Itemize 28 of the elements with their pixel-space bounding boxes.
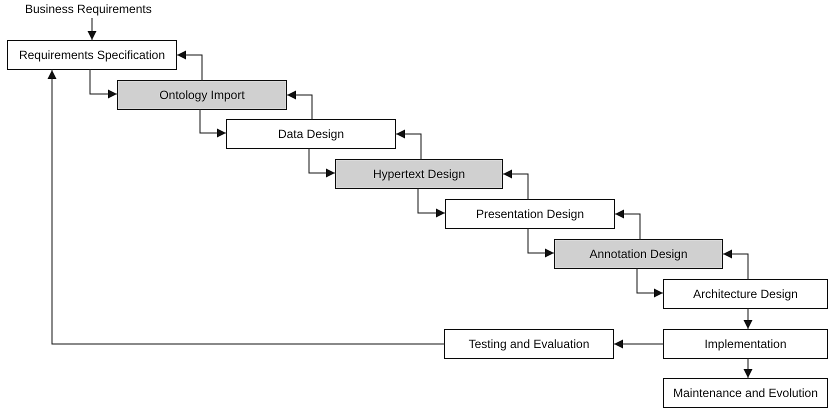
arrow xyxy=(88,18,96,40)
process-box: Maintenance and Evolution xyxy=(663,378,828,408)
input-label: Business Requirements xyxy=(25,2,152,16)
arrow xyxy=(502,170,528,200)
arrow xyxy=(418,188,446,218)
arrow xyxy=(744,358,752,378)
process-box: Hypertext Design xyxy=(335,159,503,189)
process-box: Annotation Design xyxy=(554,239,723,269)
arrow xyxy=(90,70,118,98)
process-box: Presentation Design xyxy=(445,199,615,229)
arrow xyxy=(286,90,312,120)
process-box: Data Design xyxy=(226,119,396,149)
arrow xyxy=(176,50,202,80)
arrow xyxy=(528,228,554,258)
arrow xyxy=(396,130,422,160)
arrow xyxy=(722,250,748,280)
arrow xyxy=(636,268,664,298)
arrow xyxy=(614,340,664,348)
process-box: Implementation xyxy=(663,329,828,359)
arrow xyxy=(308,148,336,178)
process-box: Ontology Import xyxy=(117,80,287,110)
arrow xyxy=(614,210,640,240)
process-box: Testing and Evaluation xyxy=(444,329,614,359)
process-box: Requirements Specification xyxy=(7,40,177,70)
arrow xyxy=(744,308,752,330)
arrow xyxy=(200,110,226,138)
process-box: Architecture Design xyxy=(663,279,828,309)
arrow xyxy=(48,70,444,344)
